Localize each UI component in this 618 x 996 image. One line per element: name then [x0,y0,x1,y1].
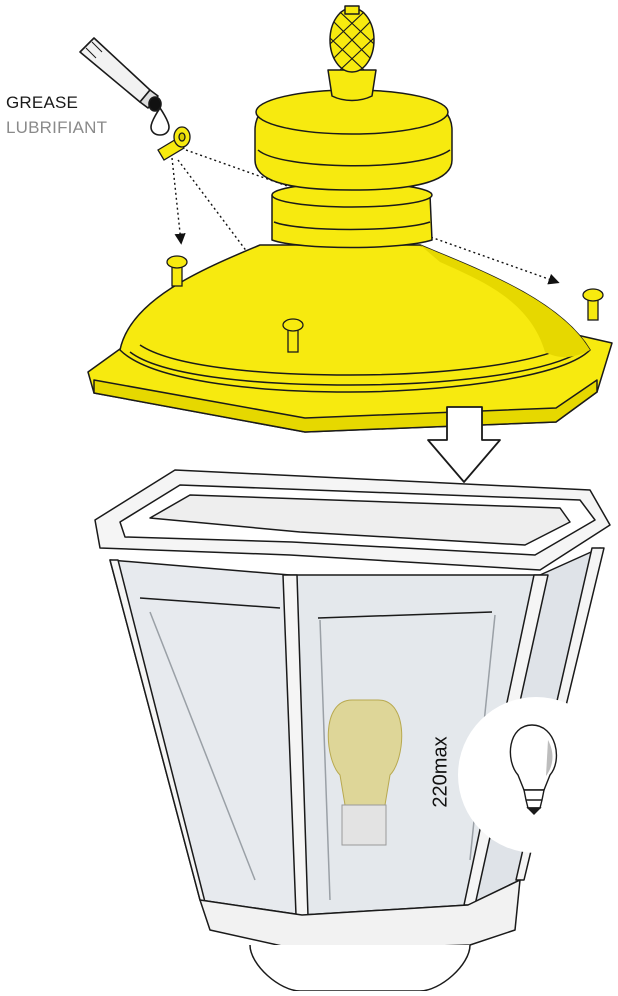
screw-icon [583,289,603,320]
lamp-roof [88,6,612,432]
grease-tube-icon [80,38,161,111]
drop-icon [151,108,169,135]
lubrifiant-label: LUBRIFIANT [6,118,107,138]
wattage-label: 220max [430,727,453,817]
grease-label: GREASE [6,93,78,113]
